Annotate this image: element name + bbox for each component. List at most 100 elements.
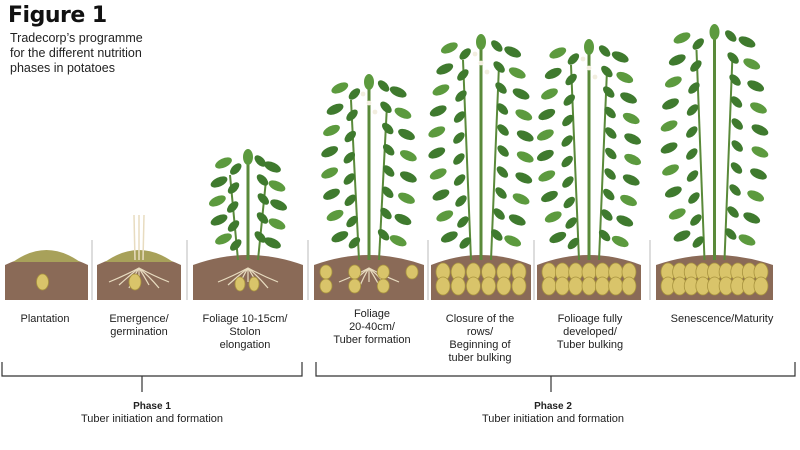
leaf: [561, 135, 573, 147]
leaf: [270, 199, 287, 211]
leaf: [751, 146, 769, 158]
leaf: [538, 170, 556, 182]
leaf: [668, 54, 686, 66]
leaf: [428, 126, 446, 138]
potato-tuber: [541, 276, 557, 296]
potato-tuber: [594, 276, 610, 296]
leaf: [660, 120, 678, 132]
potato-tuber: [348, 278, 362, 294]
leaf: [730, 162, 743, 174]
leaf: [567, 237, 580, 250]
leaf: [453, 132, 465, 144]
stage-label-line: Tuber bulking: [556, 339, 624, 351]
leaf: [215, 157, 232, 169]
potato-tuber: [405, 264, 419, 280]
subtitle-line: phases in potatoes: [10, 61, 115, 75]
leaf: [256, 174, 269, 186]
leaf: [428, 147, 446, 159]
potato-tuber: [450, 276, 466, 296]
leaf: [382, 165, 395, 177]
leaf: [495, 82, 507, 94]
leaf: [561, 155, 573, 168]
phase-bracket: [1, 362, 303, 377]
leaf: [321, 146, 339, 158]
leaf: [544, 211, 562, 223]
leaf: [230, 163, 242, 175]
leaf: [497, 145, 509, 157]
leaf: [538, 108, 556, 121]
leaf: [512, 88, 530, 100]
leaf: [459, 48, 471, 60]
leaf: [605, 127, 617, 139]
leaf: [565, 73, 577, 86]
stage-label: Emergence/germination: [79, 313, 199, 339]
leaf: [346, 215, 358, 228]
leaf: [256, 212, 269, 224]
flower: [360, 91, 366, 97]
potato-tuber: [554, 276, 570, 296]
leaf: [493, 208, 505, 220]
leaf: [496, 166, 509, 178]
potato-tuber: [376, 264, 390, 280]
leaf: [209, 195, 226, 207]
leaf: [440, 231, 458, 243]
stage-label-line: Emergence/: [109, 313, 169, 325]
leaf: [399, 171, 417, 183]
leaf: [210, 176, 228, 188]
leaf: [729, 184, 741, 196]
phase-name: Phase 2: [534, 401, 572, 412]
stage-illustration: [537, 39, 641, 300]
leaf: [624, 153, 641, 166]
leaf: [491, 40, 503, 52]
leaf: [603, 86, 615, 98]
leaf: [210, 214, 228, 226]
leaf: [398, 192, 415, 204]
leaf: [348, 237, 361, 249]
leaf: [515, 172, 533, 184]
flower: [366, 100, 372, 106]
leaf: [377, 80, 390, 92]
leaf: [323, 124, 340, 137]
stage-label-line: Beginning of: [449, 339, 511, 351]
leaf: [604, 168, 616, 180]
leaf: [331, 231, 349, 243]
leaf: [497, 124, 509, 136]
leaf: [496, 103, 509, 115]
figure-title: Figure 1: [8, 3, 107, 28]
leaf: [495, 187, 507, 199]
leaf: [227, 182, 240, 194]
leaf: [453, 174, 466, 186]
potato-tuber: [621, 276, 637, 296]
flower: [484, 69, 490, 75]
leaf: [725, 228, 737, 240]
leaf: [382, 144, 395, 156]
potato-tuber: [319, 278, 333, 294]
potato-tuber: [348, 264, 362, 280]
phase-description: Tuber initiation and formation: [481, 413, 625, 425]
leaf: [664, 186, 682, 198]
potato-tuber: [319, 264, 333, 280]
leaf: [690, 60, 702, 72]
leaf: [750, 168, 767, 180]
leaf: [616, 71, 634, 84]
leaf: [227, 220, 240, 232]
stage-label-line: elongation: [219, 339, 271, 351]
stem: [598, 69, 608, 261]
leaf: [453, 111, 466, 123]
leaf: [662, 98, 679, 110]
leaf: [660, 142, 678, 154]
leaf: [601, 65, 613, 78]
leaf: [601, 209, 613, 221]
leaf: [603, 188, 615, 201]
phase-description: Tuber initiation and formation: [80, 413, 224, 425]
root: [118, 267, 140, 286]
leaf: [541, 88, 558, 100]
leaf: [727, 206, 739, 218]
stage-label-line: germination: [110, 326, 168, 338]
potato-tuber: [581, 276, 597, 296]
leaf: [215, 233, 232, 245]
stage-label-line: Closure of the: [445, 313, 515, 325]
